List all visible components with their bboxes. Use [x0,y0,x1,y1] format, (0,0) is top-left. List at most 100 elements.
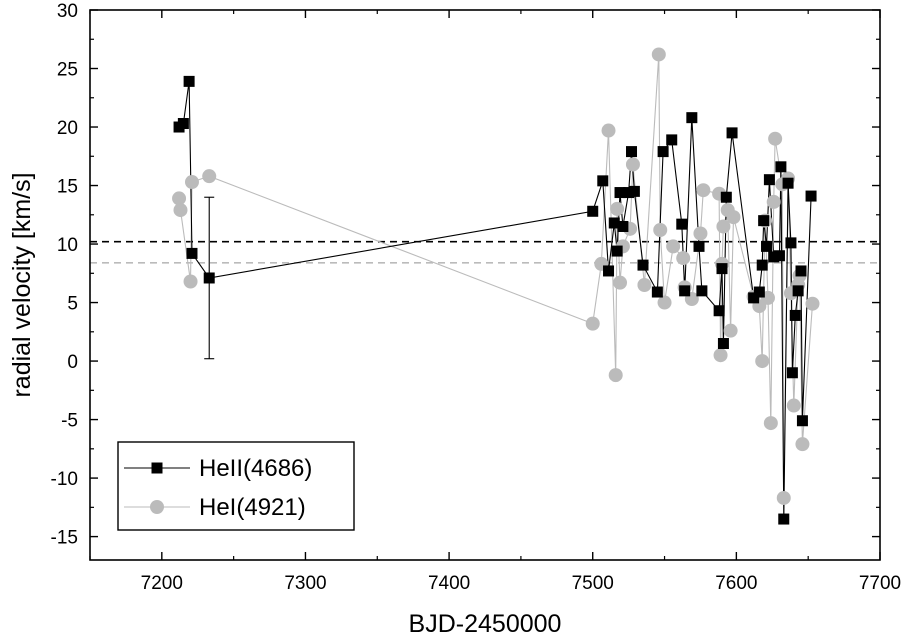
data-point-hei [202,169,217,184]
data-point-heii [773,250,785,262]
data-point-heii [716,263,728,275]
y-tick-label: -10 [51,469,78,490]
data-point-hei [713,348,728,363]
y-tick-label: 0 [67,352,78,373]
data-point-hei [768,131,783,146]
data-point-hei [666,239,681,254]
data-point-heii [617,220,629,232]
x-tick-label: 7700 [859,573,901,594]
data-point-heii [614,187,626,199]
data-point-heii [186,247,198,259]
data-point-hei [657,295,672,310]
x-tick-label: 7200 [141,573,183,594]
data-point-hei [786,398,801,413]
data-point-heii [608,217,620,229]
y-tick-label: 25 [57,60,78,81]
data-point-hei [183,274,198,289]
data-point-hei [755,354,770,369]
data-point-heii [796,415,808,427]
data-point-heii [587,205,599,217]
data-point-hei [766,194,781,209]
axis-ticks [89,9,881,560]
legend: HeII(4686) HeI(4921) [117,441,355,531]
data-point-heii [758,215,770,227]
data-point-hei [173,203,188,218]
data-point-hei [651,47,666,62]
data-point-hei [795,437,810,452]
data-point-heii [686,112,698,124]
data-point-hei [637,278,652,292]
data-point-hei [172,191,187,206]
x-tick-label: 7300 [284,573,326,594]
data-point-heii [679,285,691,297]
data-point-heii [611,245,623,257]
legend-marker-hei [150,500,164,514]
data-point-hei [625,157,640,172]
data-point-heii [657,146,669,158]
data-point-hei [776,490,791,505]
data-point-heii [748,292,760,304]
data-point-heii [666,134,678,146]
data-point-hei [608,368,623,383]
data-point-heii [785,237,797,249]
data-point-hei [726,210,741,225]
data-point-heii [717,338,729,350]
data-point-heii [778,513,790,525]
data-point-hei [693,226,708,241]
data-point-hei [613,275,628,290]
data-point-hei [585,316,600,331]
data-point-hei [723,323,738,338]
data-point-heii [177,118,189,130]
data-point-heii [792,285,804,297]
data-point-heii [761,240,773,252]
data-point-hei [184,175,199,190]
y-tick-label: -5 [61,411,78,432]
x-tick-label: 7600 [715,573,757,594]
y-axis-title: radial velocity [km/s] [8,172,36,397]
data-point-heii [637,259,649,271]
data-point-heii [626,146,638,158]
data-point-hei [653,223,668,237]
data-point-heii [628,185,640,197]
legend-label-heii: HeII(4686) [199,455,312,482]
data-point-heii [789,309,801,321]
data-point-heii [726,127,738,139]
data-point-heii [795,265,807,277]
legend-box [117,441,355,531]
data-point-hei [676,251,691,266]
data-point-heii [603,265,615,277]
y-tick-label: 5 [67,294,78,315]
data-point-hei [610,201,625,216]
data-point-heii [782,177,794,189]
data-point-heii [763,174,775,186]
y-tick-label: 20 [57,118,78,139]
data-markers [172,47,820,525]
data-point-heii [183,75,195,87]
series-line-hei [178,54,814,499]
y-tick-label: 10 [57,235,78,256]
data-point-heii [753,286,765,298]
data-point-heii [597,175,609,187]
data-point-heii [696,285,708,297]
data-point-heii [775,161,787,173]
data-point-hei [805,296,820,311]
data-point-heii [623,187,635,199]
data-point-heii [693,240,705,252]
data-point-heii [786,367,798,379]
data-point-heii [203,272,215,284]
data-point-heii [805,190,817,202]
y-tick-label: -15 [51,528,78,549]
plot-frame [89,9,881,561]
x-tick-label: 7400 [428,573,470,594]
data-point-hei [763,416,778,431]
data-point-heii [768,251,780,263]
legend-label-hei: HeI(4921) [199,494,306,521]
data-point-heii [713,305,725,317]
x-axis-title: BJD-2450000 [409,610,562,638]
data-point-heii [756,259,768,271]
y-tick-label: 15 [57,177,78,198]
legend-marker-heii [151,462,163,474]
data-point-heii [676,218,688,230]
x-tick-label: 7500 [572,573,614,594]
